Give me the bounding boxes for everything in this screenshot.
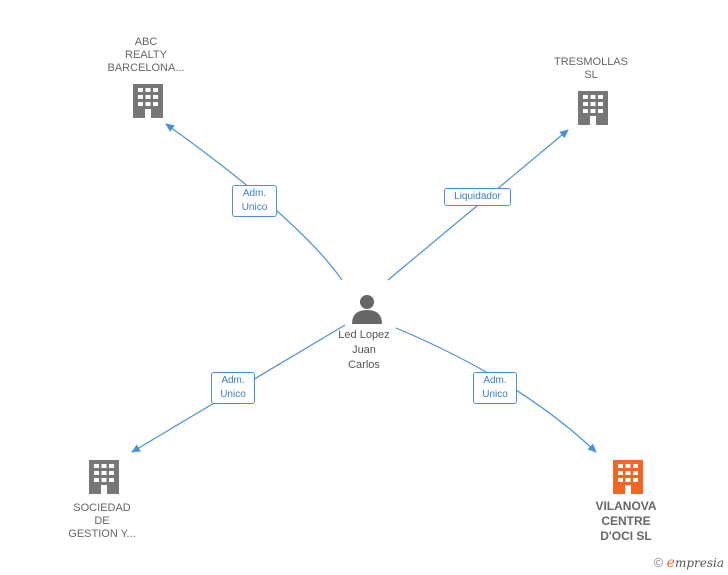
company-label-sociedad[interactable]: SOCIEDAD DE GESTION Y... [68,502,136,540]
edge-abc [165,123,343,281]
copyright-symbol: © [653,555,664,570]
role-label-abc: Adm. Unico [232,185,277,217]
role-label-vilanova: Adm. Unico [473,372,517,404]
role-label-tresmollas: Liquidador [444,188,511,206]
building-icon[interactable] [89,460,119,494]
building-icon[interactable] [613,460,643,494]
person-icon[interactable] [352,295,382,324]
person-label[interactable]: Led Lopez Juan Carlos [338,329,390,371]
company-label-vilanova[interactable]: VILANOVA CENTRE D'OCI SL [595,499,657,543]
brand-watermark: © empresia [654,555,724,571]
brand-initial: e [666,555,675,571]
role-label-sociedad: Adm. Unico [211,372,255,404]
company-label-tresmollas[interactable]: TRESMOLLAS SL [554,56,628,81]
company-label-abc[interactable]: ABC REALTY BARCELONA... [107,36,185,74]
building-icon[interactable] [578,91,608,125]
brand-name: mpresia [674,556,724,570]
building-icon[interactable] [133,84,163,118]
